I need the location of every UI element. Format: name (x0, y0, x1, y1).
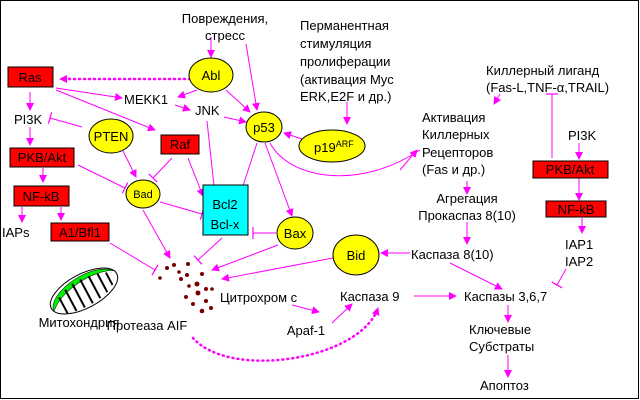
pkb-left-box (9, 147, 75, 168)
receptors-line: (Fas и др.) (422, 162, 485, 177)
bax-label: Bax (284, 226, 307, 241)
arf-superscript: ARF (336, 139, 355, 149)
bax-ellipse (276, 216, 314, 250)
aggregation-label: Агрегация (436, 191, 497, 206)
nfkb-left-label: NF-kB (23, 189, 60, 204)
raf-label: Raf (170, 137, 191, 152)
damage-label: Повреждения, (182, 11, 268, 26)
pi3k-left-label: PI3K (14, 112, 43, 127)
receptors-line: Активация (422, 110, 485, 125)
prolif-line: Перманентная (300, 18, 389, 33)
prolif-line: (активация Myc (300, 72, 394, 87)
receptors-line: Рецепторов (422, 145, 493, 160)
substrates-label: Ключевые (469, 322, 531, 337)
nfkb-right-label: NF-kB (558, 202, 595, 217)
raf-box (160, 134, 200, 155)
apaf1-label: Apaf-1 (287, 323, 325, 338)
pi3k-right-label: PI3K (568, 128, 597, 143)
damage-label-2: стресс (205, 28, 245, 43)
pkb-right-box (532, 160, 609, 179)
bcl2-label: Bcl2 (212, 197, 237, 212)
aif-particles (158, 262, 214, 314)
jnk-label: JNK (195, 103, 220, 118)
iap1-label: IAP1 (565, 237, 593, 252)
prolif-label: Перманентная стимуляция пролиферации (ак… (300, 18, 394, 104)
cytochrome-c-label: Цитрохром с (220, 290, 298, 305)
abl-label: Abl (202, 68, 221, 83)
apoptosis-label: Апоптоз (480, 378, 529, 393)
a1-bfl1-box (50, 222, 110, 242)
pten-label: PTEN (94, 129, 129, 144)
p53-label: p53 (253, 120, 275, 135)
iap2-label: IAP2 (565, 254, 593, 269)
pkb-right-label: PKB/Akt (546, 162, 595, 177)
mekk1-label: MEKK1 (124, 92, 168, 107)
prolif-line: ERK,E2F и др.) (300, 89, 391, 104)
mitochondrion-icon (49, 267, 119, 315)
pkb-left-label: PKB/Akt (18, 150, 67, 165)
aggregation-label-2: Прокаспаз 8(10) (418, 208, 516, 223)
pten-ellipse (88, 118, 134, 154)
iaps-label: IAPs (2, 225, 30, 240)
bad-ellipse (125, 179, 161, 209)
prolif-line: пролиферации (300, 54, 390, 69)
bcl2-bclx-box (202, 184, 249, 236)
p19arf-ellipse (298, 129, 366, 163)
receptors-line: Киллерных (422, 127, 490, 142)
ras-label: Ras (18, 70, 42, 85)
bad-label: Bad (133, 189, 153, 201)
p19-label: p19ARF (314, 139, 354, 155)
ras-box (7, 66, 54, 88)
a1-bfl1-label: A1/Bfl1 (59, 225, 101, 240)
caspase9-label: Каспаза 9 (340, 289, 399, 304)
bclx-label: Bcl-x (211, 217, 240, 232)
bid-ellipse (332, 234, 380, 276)
nfkb-right-box (545, 200, 607, 218)
aif-label: Протеаза AIF (107, 318, 188, 333)
prolif-line: стимуляция (300, 36, 371, 51)
caspase8-label: Каспаза 8(10) (411, 247, 494, 262)
killer-ligand-label: Киллерный лиганд (486, 63, 600, 78)
caspases-367-label: Каспазы 3,6,7 (464, 289, 547, 304)
abl-ellipse (188, 57, 234, 93)
p19-text: p19 (314, 140, 336, 155)
mitochondria-label: Митохондрия (39, 315, 120, 330)
substrates-label-2: Субстраты (469, 339, 534, 354)
killer-ligand-list: (Fas-L,TNF-α,TRAIL) (486, 80, 609, 95)
connections (18, 37, 586, 378)
receptors-label: Активация Киллерных Рецепторов (Fas и др… (422, 110, 493, 177)
nfkb-left-box (13, 185, 70, 207)
bid-label: Bid (347, 248, 366, 263)
p53-ellipse (245, 111, 283, 143)
